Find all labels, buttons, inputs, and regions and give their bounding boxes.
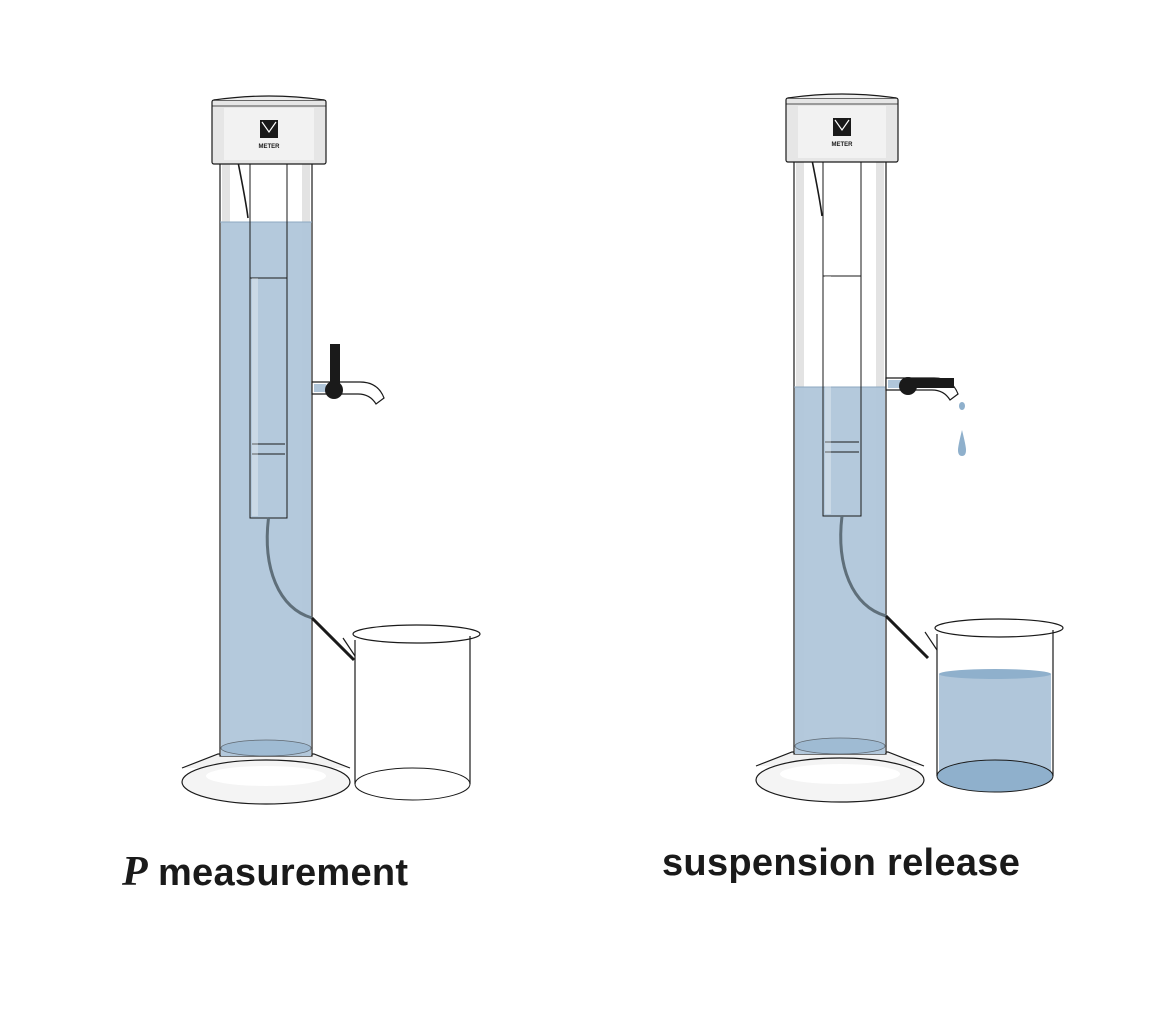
caption-suspension-release: suspension release: [662, 842, 1020, 885]
apparatus-release: METER: [755, 93, 1064, 803]
caption-label: suspension release: [662, 842, 1021, 884]
meter-logo-mark: [261, 121, 277, 134]
meter-logo-mark: [834, 119, 850, 132]
meter-logo-icon: [260, 120, 278, 138]
spout-liquid: [314, 384, 326, 392]
meter-logo-text: METER: [259, 144, 281, 150]
caption-variable: P: [122, 849, 148, 895]
internal-wire: [811, 159, 823, 217]
sensor-cable-inner: [265, 517, 313, 620]
apparatus-measurement: METER: [181, 95, 481, 805]
base-highlight: [780, 764, 900, 784]
spout-liquid: [888, 380, 908, 388]
beaker-bottom: [936, 759, 1054, 793]
tube-highlight: [825, 276, 831, 514]
sensor-cable-outer: [884, 614, 930, 660]
beaker-spout-lip: [924, 631, 938, 651]
cap-rim: [787, 93, 897, 99]
base-highlight: [206, 766, 326, 786]
sensor-cable-outer: [310, 616, 356, 662]
tube-highlight: [252, 278, 258, 516]
sensor-cable-inner: [839, 515, 887, 618]
column-liquid: [221, 222, 311, 756]
valve-knob: [325, 381, 343, 399]
column-bottom: [794, 737, 886, 755]
column-bottom: [220, 739, 312, 757]
caption-label: measurement: [157, 852, 409, 894]
water-drop-small: [959, 402, 965, 410]
valve-handle-horizontal: [910, 378, 954, 388]
beaker-rim: [352, 624, 481, 644]
beaker-bottom: [354, 767, 471, 801]
cap-rim: [213, 95, 325, 101]
meter-logo-icon: [833, 118, 851, 136]
valve-handle-vertical: [330, 344, 340, 388]
internal-wire: [237, 161, 249, 219]
water-drop: [958, 430, 966, 456]
meter-logo-text: METER: [832, 142, 854, 148]
beaker-liquid-surface: [939, 669, 1051, 679]
beaker-rim: [934, 618, 1064, 638]
valve-knob: [899, 377, 917, 395]
column-liquid: [795, 387, 885, 754]
beaker-liquid: [939, 674, 1051, 776]
beaker-spout-lip: [342, 637, 356, 657]
